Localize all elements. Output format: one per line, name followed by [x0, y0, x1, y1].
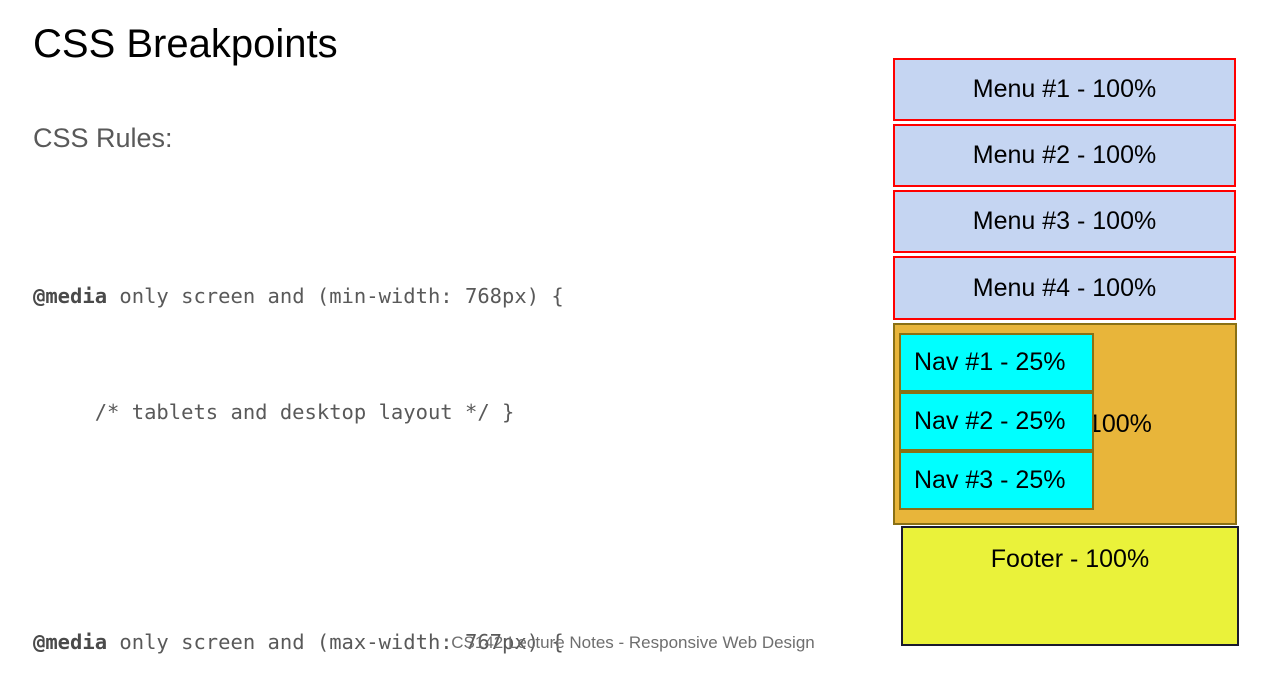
footer-box: Footer - 100%	[901, 526, 1239, 646]
media-rule-1-condition: only screen and (min-width: 768px) {	[107, 284, 564, 308]
media-rule-1-body: /* tablets and desktop layout */ }	[33, 399, 515, 424]
footer-box-label: Footer - 100%	[990, 545, 1150, 573]
at-media-keyword: @media	[33, 284, 108, 308]
menu-box-2-label: Menu #2 - 100%	[972, 141, 1157, 169]
nav-box-3: Nav #3 - 25%	[899, 451, 1094, 510]
nav-box-1: Nav #1 - 25%	[899, 333, 1094, 392]
menu-box-3-label: Menu #3 - 100%	[972, 207, 1157, 235]
page-title: CSS Breakpoints	[33, 22, 338, 66]
menu-box-1-label: Menu #1 - 100%	[972, 75, 1157, 103]
menu-box-3: Menu #3 - 100%	[893, 190, 1236, 253]
code-spacer	[33, 508, 853, 546]
nav-box-3-label: Nav #3 - 25%	[914, 466, 1066, 494]
nav-box-2: Nav #2 - 25%	[899, 392, 1094, 451]
menu-box-1: Menu #1 - 100%	[893, 58, 1236, 121]
css-code-block: @media only screen and (min-width: 768px…	[33, 200, 853, 673]
media-rule-2: @media only screen and (max-width: 767px…	[33, 623, 853, 662]
nav-box-2-label: Nav #2 - 25%	[914, 407, 1066, 435]
media-rule-2-condition: only screen and (max-width: 767px) {	[107, 630, 564, 654]
slide-caption: CS142 Lecture Notes - Responsive Web Des…	[451, 633, 815, 652]
menu-box-4-label: Menu #4 - 100%	[972, 273, 1157, 302]
section-subtitle: CSS Rules:	[33, 123, 173, 153]
media-rule-1: @media only screen and (min-width: 768px…	[33, 277, 853, 316]
at-media-keyword: @media	[33, 630, 108, 654]
menu-box-2: Menu #2 - 100%	[893, 124, 1236, 187]
menu-box-4: Menu #4 - 100%	[893, 256, 1236, 320]
nav-box-1-label: Nav #1 - 25%	[914, 348, 1066, 376]
